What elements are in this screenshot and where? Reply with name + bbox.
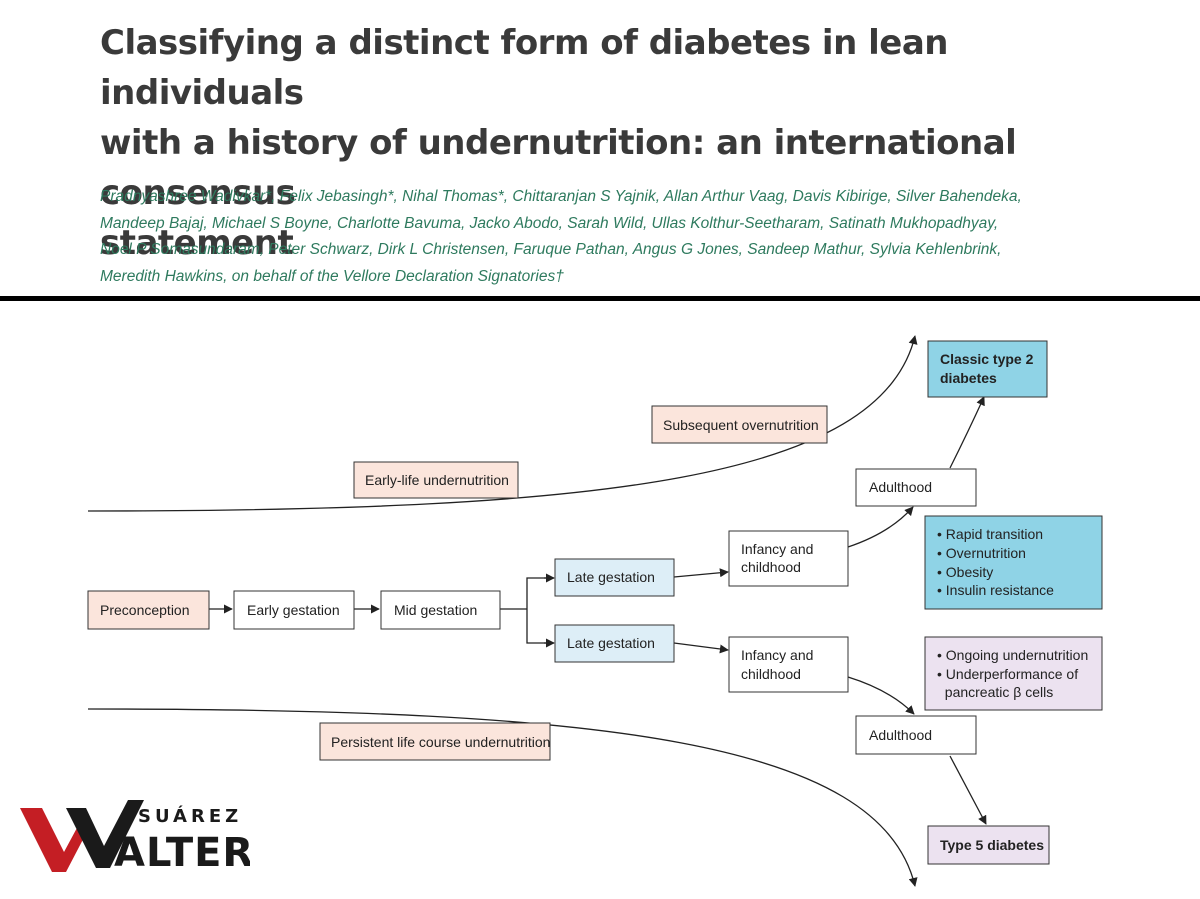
- box-late-gestation-upper: Late gestation: [554, 558, 675, 597]
- box-label: Type 5 diabetes: [940, 837, 1044, 853]
- author-line: Pradnyashree Wadivkar*, Felix Jebasingh*…: [100, 188, 1022, 205]
- arrow-infancy-adulthood-lower: [847, 676, 915, 715]
- box-adulthood-lower: Adulthood: [855, 715, 977, 755]
- box-preconception: Preconception: [87, 590, 210, 630]
- section-divider: [0, 296, 1200, 301]
- box-label: Persistent life course undernutrition: [331, 734, 550, 750]
- box-type5-diabetes: Type 5 diabetes: [927, 825, 1050, 865]
- box-label: diabetes: [940, 370, 997, 386]
- box-label: childhood: [741, 559, 801, 575]
- box-subsequent-overnutrition: Subsequent overnutrition: [651, 405, 828, 444]
- box-classic-type2-diabetes: Classic type 2 diabetes: [927, 340, 1048, 398]
- feature-item: pancreatic β cells: [937, 684, 1053, 700]
- box-label: Late gestation: [567, 569, 655, 585]
- curve-overnutrition-arrow: [87, 335, 918, 512]
- arrow-late-infancy-lower: [673, 642, 729, 654]
- arrow-infancy-adulthood-upper: [847, 506, 914, 548]
- box-type5-features: • Ongoing undernutrition • Underperforma…: [924, 636, 1103, 711]
- box-label: Late gestation: [567, 635, 655, 651]
- box-label: Preconception: [100, 602, 190, 618]
- box-persistent-undernutrition: Persistent life course undernutrition: [319, 722, 551, 761]
- connectors: [87, 335, 987, 887]
- paper-title: Classifying a distinct form of diabetes …: [100, 18, 1160, 268]
- box-late-gestation-lower: Late gestation: [554, 624, 675, 663]
- logo-main-text: ALTER: [114, 830, 250, 874]
- suarez-walter-logo: SUÁREZ ALTER: [20, 800, 250, 874]
- box-label: Infancy and: [741, 647, 813, 663]
- feature-item: • Obesity: [937, 564, 993, 580]
- box-label: Infancy and: [741, 541, 813, 557]
- box-label: Subsequent overnutrition: [663, 417, 819, 433]
- box-early-gestation: Early gestation: [233, 590, 355, 630]
- author-line: Meredith Hawkins, on behalf of the Vello…: [100, 267, 564, 285]
- logo-top-text: SUÁREZ: [138, 805, 242, 827]
- box-label: Early-life undernutrition: [365, 472, 509, 488]
- box-mid-gestation: Mid gestation: [380, 590, 501, 630]
- arrow-adulthood-type5: [949, 755, 987, 825]
- branch-mid-gestation: [500, 577, 552, 644]
- feature-item: • Overnutrition: [937, 545, 1026, 561]
- author-list: Pradnyashree Wadivkar*, Felix Jebasingh*…: [100, 184, 1100, 290]
- title-line: Classifying a distinct form of diabetes …: [100, 23, 948, 113]
- box-adulthood-upper: Adulthood: [855, 468, 977, 507]
- title-line: with a history of undernutrition: an int…: [100, 123, 1017, 213]
- author-line: Noel P Somasundaram, Peter Schwarz, Dirk…: [100, 241, 1002, 258]
- box-label: Adulthood: [869, 727, 932, 743]
- arrow-late-infancy-upper: [673, 568, 729, 578]
- author-line: Mandeep Bajaj, Michael S Boyne, Charlott…: [100, 214, 999, 232]
- feature-item: • Ongoing undernutrition: [937, 647, 1088, 663]
- box-type2-features: • Rapid transition • Overnutrition • Obe…: [924, 515, 1103, 610]
- feature-item: • Underperformance of: [937, 666, 1078, 682]
- box-infancy-lower: Infancy and childhood: [728, 636, 849, 693]
- arrow-adulthood-type2: [949, 396, 985, 469]
- box-label: Early gestation: [247, 602, 340, 618]
- logo-red-chevron: [20, 808, 90, 872]
- box-label: Classic type 2: [940, 351, 1034, 367]
- title-line: statement: [100, 223, 294, 263]
- feature-item: • Insulin resistance: [937, 582, 1054, 598]
- logo-dark-chevron: [66, 800, 144, 868]
- box-label: childhood: [741, 666, 801, 682]
- curve-undernutrition-arrow: [87, 708, 918, 887]
- feature-item: • Rapid transition: [937, 526, 1043, 542]
- box-infancy-upper: Infancy and childhood: [728, 530, 849, 587]
- box-early-life-undernutrition: Early-life undernutrition: [353, 461, 519, 499]
- box-label: Mid gestation: [394, 602, 477, 618]
- box-label: Adulthood: [869, 479, 932, 495]
